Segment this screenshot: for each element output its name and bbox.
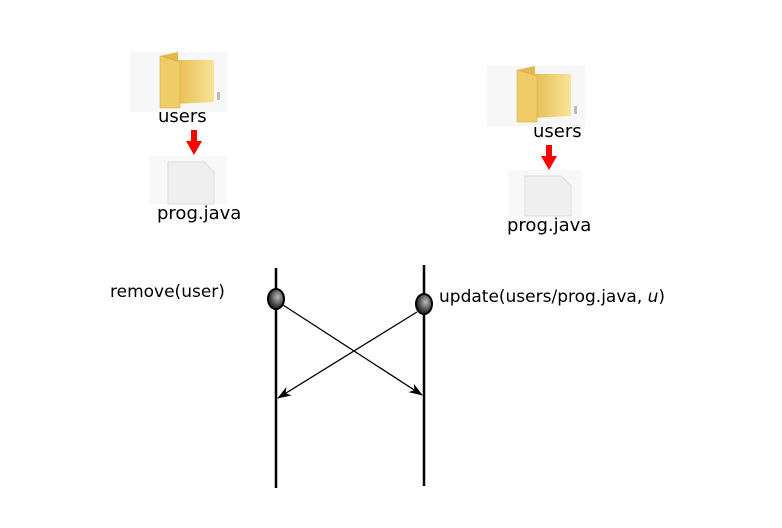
- file-label: prog.java: [507, 215, 592, 236]
- folder-icon: [130, 52, 228, 112]
- folder-label: users: [533, 121, 582, 142]
- message-arrow: [282, 304, 423, 396]
- event-node: [267, 288, 285, 310]
- remove-event-label: remove(user): [110, 282, 225, 302]
- file-icon: [508, 170, 582, 217]
- file-label: prog.java: [157, 203, 242, 224]
- folder-icon: [487, 66, 585, 126]
- down-arrow-icon: [541, 145, 557, 170]
- down-arrow-icon: [186, 130, 202, 155]
- update-prefix: update(users/prog.java,: [439, 287, 648, 307]
- update-arg: u: [647, 287, 659, 307]
- folder-label: users: [158, 106, 207, 127]
- message-arrow: [277, 311, 418, 399]
- file-icon: [150, 156, 226, 205]
- update-event-label: update(users/prog.java, u): [439, 287, 665, 307]
- event-node: [415, 293, 433, 315]
- update-suffix: ): [658, 287, 666, 307]
